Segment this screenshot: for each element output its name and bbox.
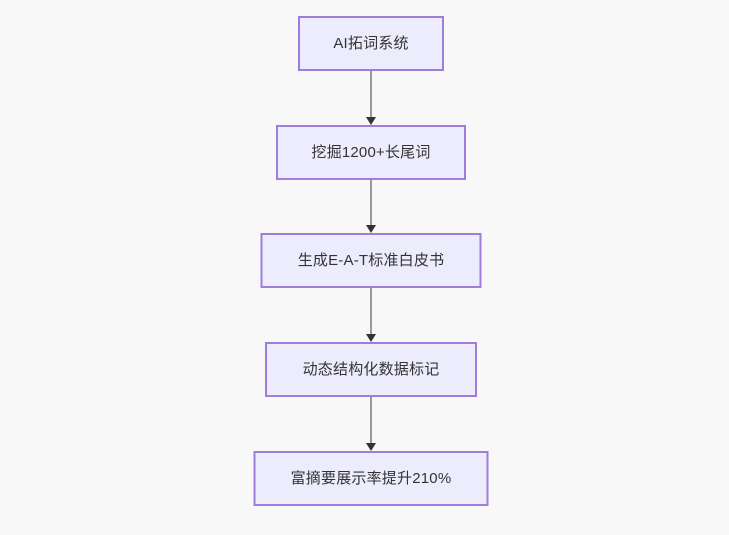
flow-node[interactable]: 生成E-A-T标准白皮书 (260, 233, 482, 288)
flow-node[interactable]: 挖掘1200+长尾词 (276, 125, 466, 180)
flow-node-label: 富摘要展示率提升210% (290, 470, 452, 487)
flow-connector (364, 71, 378, 125)
connector-line (370, 397, 372, 443)
flow-node-label: 挖掘1200+长尾词 (311, 144, 431, 161)
connector-line (370, 288, 372, 334)
arrow-down-icon (366, 443, 376, 451)
flow-node-label: 生成E-A-T标准白皮书 (297, 252, 445, 269)
flow-node[interactable]: AI拓词系统 (298, 16, 444, 71)
arrow-down-icon (366, 334, 376, 342)
flow-node-label: AI拓词系统 (333, 35, 409, 52)
connector-line (370, 180, 372, 225)
flow-connector (364, 288, 378, 342)
arrow-down-icon (366, 117, 376, 125)
connector-line (370, 71, 372, 117)
flow-connector (364, 397, 378, 451)
flow-node[interactable]: 富摘要展示率提升210% (253, 451, 489, 506)
flow-node-label: 动态结构化数据标记 (302, 361, 440, 378)
flow-node[interactable]: 动态结构化数据标记 (265, 342, 477, 397)
flow-connector (364, 180, 378, 233)
arrow-down-icon (366, 225, 376, 233)
